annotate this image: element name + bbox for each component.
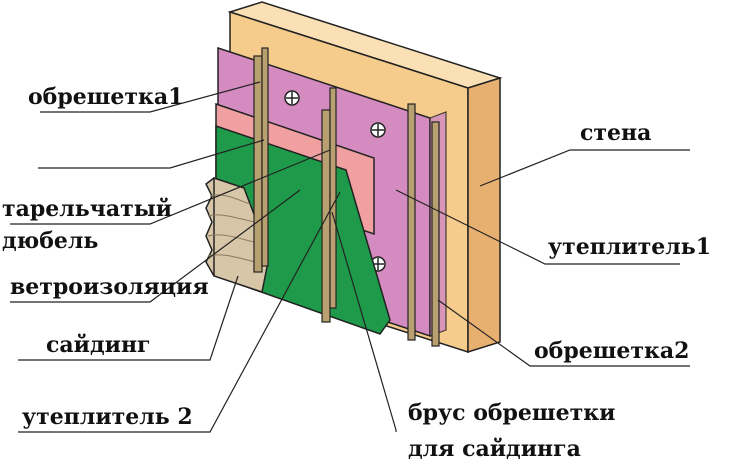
label-dubel: дюбель (2, 228, 98, 254)
batten (321, 109, 331, 323)
label-vetroizolyatsiya: ветроизоляция (10, 274, 209, 300)
label-tarelchaty: тарельчатый (2, 196, 172, 222)
leader-siding (18, 275, 239, 361)
label-uteplitel2: утеплитель 2 (22, 404, 193, 430)
leader-blank (38, 139, 265, 169)
dowel-mark (370, 122, 386, 138)
batten (407, 103, 416, 341)
leader-stena (479, 149, 690, 187)
leader-tarel (10, 149, 331, 225)
batten (261, 47, 269, 267)
leader-brus (331, 211, 397, 432)
label-brus-line2: для сайдинга (408, 436, 581, 462)
leader-obreshetka2 (437, 299, 690, 367)
batten (253, 55, 263, 273)
label-obreshetka1: обрешетка1 (28, 84, 183, 110)
leader-lines (10, 81, 690, 433)
battens (253, 47, 440, 347)
batten (329, 87, 337, 309)
label-uteplitel1: утеплитель1 (548, 234, 711, 260)
label-stena: стена (580, 120, 651, 146)
batten (431, 121, 440, 347)
leader-vetroizolyatsiya (10, 189, 301, 303)
leader-obreshetka1 (40, 81, 261, 113)
label-brus-line1: брус обрешетки (408, 400, 615, 426)
leader-uteplitel1 (395, 189, 680, 265)
leader-uteplitel2 (18, 191, 341, 433)
label-obreshetka2: обрешетка2 (534, 338, 689, 364)
wall-side-face (467, 76, 501, 354)
dowel-mark (284, 90, 300, 106)
label-siding: сайдинг (46, 332, 151, 358)
